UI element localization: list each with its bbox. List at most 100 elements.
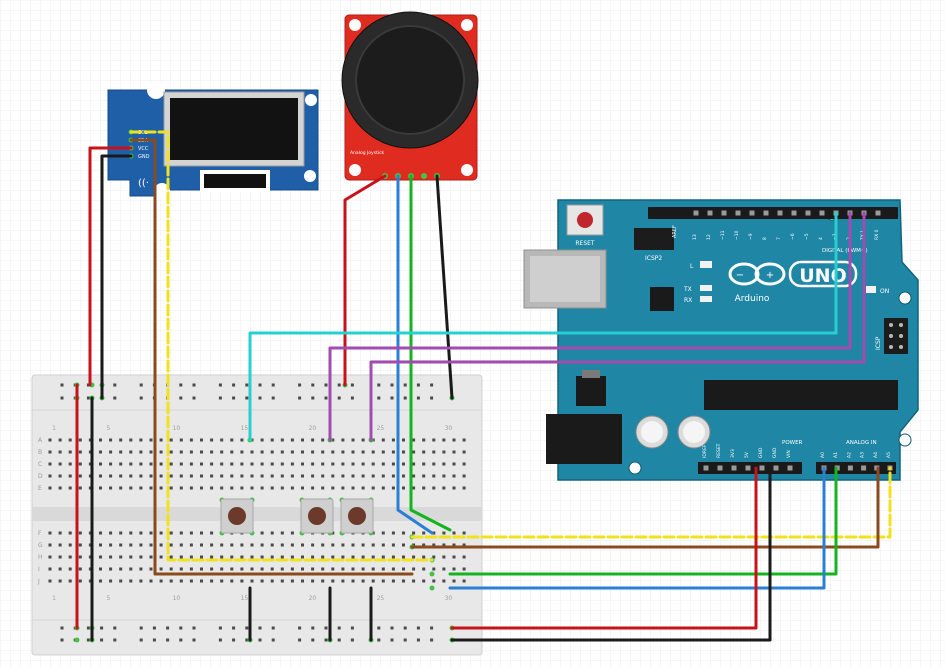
breadboard-hole	[159, 555, 163, 559]
breadboard-hole	[462, 462, 466, 466]
breadboard-hole	[280, 450, 284, 454]
breadboard-hole	[361, 486, 365, 490]
breadboard-rail-hole	[416, 396, 420, 400]
breadboard-rail-hole	[390, 383, 394, 387]
header-pin	[749, 210, 755, 216]
breadboard-hole	[331, 567, 335, 571]
breadboard-rail-hole	[179, 638, 183, 642]
breadboard-hole	[260, 462, 264, 466]
breadboard-hole	[88, 531, 92, 535]
breadboard-rail-hole	[232, 383, 236, 387]
breadboard-hole	[260, 474, 264, 478]
breadboard-hole	[149, 531, 153, 535]
header-pin-label: ~10	[734, 230, 740, 240]
breadboard-hole	[391, 474, 395, 478]
breadboard-rail-hole	[245, 626, 249, 630]
breadboard-hole	[452, 474, 456, 478]
breadboard-hole	[200, 462, 203, 466]
power-pin-holes	[703, 465, 793, 471]
breadboard-hole	[230, 579, 234, 583]
breadboard-hole	[48, 543, 52, 547]
breadboard-hole	[371, 579, 375, 583]
breadboard-hole	[321, 555, 325, 559]
breadboard-hole	[341, 486, 345, 490]
breadboard-hole	[99, 438, 102, 442]
breadboard-hole	[452, 579, 456, 583]
breadboard-hole	[260, 567, 264, 571]
grove-logo-icon: ((·	[138, 178, 149, 189]
breadboard-rail-hole	[350, 626, 354, 630]
breadboard-hole	[290, 555, 294, 559]
breadboard-hole	[99, 543, 102, 547]
breadboard-rail-hole	[430, 626, 434, 630]
breadboard-rail-hole	[298, 638, 302, 642]
breadboard-hole	[402, 474, 405, 478]
breadboard-rail-hole	[430, 396, 434, 400]
breadboard-hole	[270, 555, 274, 559]
arduino-brand-name: Arduino	[735, 294, 770, 304]
breadboard-hole	[149, 567, 153, 571]
breadboard-hole	[341, 462, 345, 466]
breadboard-rail-hole	[245, 396, 249, 400]
breadboard-column-number: 10	[173, 595, 181, 602]
breadboard-hole	[250, 567, 254, 571]
breadboard-hole	[290, 486, 294, 490]
breadboard-hole	[290, 567, 294, 571]
breadboard-hole	[240, 567, 244, 571]
microcontroller-chip	[704, 380, 898, 410]
breadboard-rail-hole	[113, 396, 117, 400]
breadboard-hole	[78, 474, 82, 478]
breadboard-hole	[361, 543, 365, 547]
breadboard-hole	[321, 579, 325, 583]
breadboard-hole	[200, 438, 203, 442]
breadboard-hole	[200, 474, 203, 478]
breadboard-rail-hole	[60, 396, 64, 400]
breadboard-hole	[109, 474, 113, 478]
breadboard-rail-hole	[377, 383, 381, 387]
header-pin-label: GND	[772, 447, 778, 458]
breadboard-hole	[280, 531, 284, 535]
breadboard-rail-hole	[218, 396, 222, 400]
breadboard-hole	[159, 531, 163, 535]
breadboard-hole	[402, 450, 405, 454]
breadboard-hole	[189, 567, 193, 571]
breadboard-row-letter: A	[38, 437, 43, 444]
breadboard-hole	[119, 486, 123, 490]
breadboard-hole	[391, 543, 395, 547]
wire-yellow-a5	[410, 466, 892, 539]
breadboard-hole	[129, 567, 133, 571]
breadboard-column-number: 1	[52, 595, 56, 602]
breadboard-rail-hole	[350, 383, 354, 387]
breadboard-hole	[422, 474, 426, 478]
breadboard-hole	[341, 555, 345, 559]
breadboard-hole	[391, 579, 395, 583]
breadboard-rail-hole	[390, 638, 394, 642]
breadboard-hole	[391, 450, 395, 454]
breadboard-hole	[139, 462, 143, 466]
breadboard-hole	[109, 555, 113, 559]
header-pin	[717, 465, 723, 471]
breadboard-hole	[341, 450, 345, 454]
breadboard-hole	[189, 462, 193, 466]
breadboard-hole	[149, 438, 153, 442]
breadboard-hole	[432, 462, 436, 466]
breadboard-row-letter: G	[38, 542, 43, 549]
power-label: POWER	[782, 440, 803, 446]
header-pin-label: VIN	[786, 450, 792, 458]
breadboard-hole	[391, 531, 395, 535]
breadboard-rail-hole	[218, 638, 222, 642]
breadboard-rail-hole	[337, 638, 341, 642]
breadboard-hole	[442, 450, 446, 454]
breadboard-hole	[149, 543, 153, 547]
breadboard-hole	[361, 567, 365, 571]
breadboard-rail-hole	[377, 626, 381, 630]
breadboard-hole	[200, 567, 203, 571]
breadboard-hole	[68, 438, 72, 442]
breadboard-hole	[210, 438, 214, 442]
breadboard-hole	[381, 438, 385, 442]
breadboard-hole	[311, 450, 315, 454]
digital-header-right	[792, 207, 898, 219]
breadboard-hole	[119, 450, 123, 454]
header-pin	[847, 465, 853, 471]
